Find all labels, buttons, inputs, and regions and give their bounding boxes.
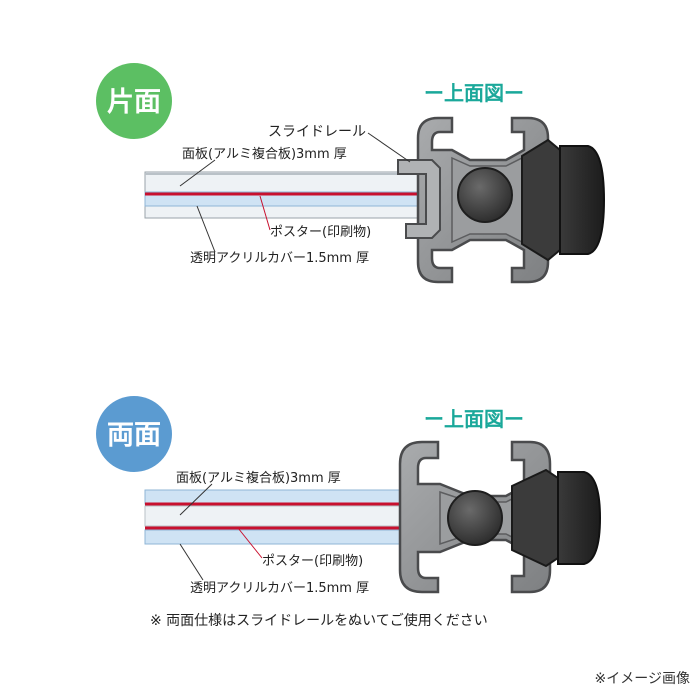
double-end-cap bbox=[557, 471, 602, 565]
single-poster-label: ポスター(印刷物) bbox=[270, 225, 371, 240]
double-poster-leader bbox=[237, 527, 263, 559]
double-panel-stack bbox=[144, 489, 433, 545]
double-acrylic-cover-top bbox=[144, 489, 433, 505]
single-slide-rail-label: スライドレール bbox=[268, 124, 366, 140]
double-panel-label: 面板(アルミ複合板)3mm 厚 bbox=[176, 470, 341, 486]
double-cap-base bbox=[511, 468, 559, 568]
single-frame-profile bbox=[397, 116, 606, 284]
single-cap-base bbox=[521, 138, 561, 262]
single-view-title: ー上面図ー bbox=[424, 81, 524, 105]
single-badge-label: 片面 bbox=[107, 87, 161, 118]
double-acrylic-cover-bottom bbox=[144, 529, 433, 545]
single-poster-leader bbox=[259, 195, 271, 231]
double-view-title: ー上面図ー bbox=[424, 407, 524, 431]
single-rail-leader bbox=[367, 132, 411, 163]
double-cover-label: 透明アクリルカバー1.5mm 厚 bbox=[190, 581, 369, 596]
double-panel-leader bbox=[179, 483, 213, 516]
single-sided-section: 片面 ー上面図ー スライドレール 面板(アルミ複合板)3mm 厚 ポスター(印刷… bbox=[96, 63, 606, 284]
double-usage-note: ※ 両面仕様はスライドレールをぬいてご使用ください bbox=[150, 612, 488, 629]
double-badge-label: 両面 bbox=[107, 420, 161, 451]
single-cover-leader bbox=[196, 205, 216, 253]
single-panel-leader bbox=[179, 159, 216, 187]
double-cover-leader bbox=[179, 543, 204, 581]
double-sided-section: 両面 ー上面図ー 面板(アルミ複合板)3mm 厚 ポスター(印刷物) 透明アクリ… bbox=[96, 396, 602, 629]
double-bolt bbox=[447, 490, 503, 546]
single-end-cap bbox=[559, 145, 606, 255]
double-panel-board bbox=[144, 505, 433, 527]
single-badge-circle bbox=[96, 63, 172, 139]
single-slide-rail bbox=[397, 159, 441, 239]
single-cover-label: 透明アクリルカバー1.5mm 厚 bbox=[190, 251, 369, 266]
double-badge-circle bbox=[96, 396, 172, 472]
double-frame-profile bbox=[398, 440, 602, 594]
double-poster-label: ポスター(印刷物) bbox=[262, 554, 363, 569]
footer-image-note: ※イメージ画像 bbox=[595, 671, 690, 687]
single-panel-label: 面板(アルミ複合板)3mm 厚 bbox=[182, 146, 347, 162]
single-bolt bbox=[457, 167, 513, 223]
single-panel-stack bbox=[144, 171, 431, 219]
